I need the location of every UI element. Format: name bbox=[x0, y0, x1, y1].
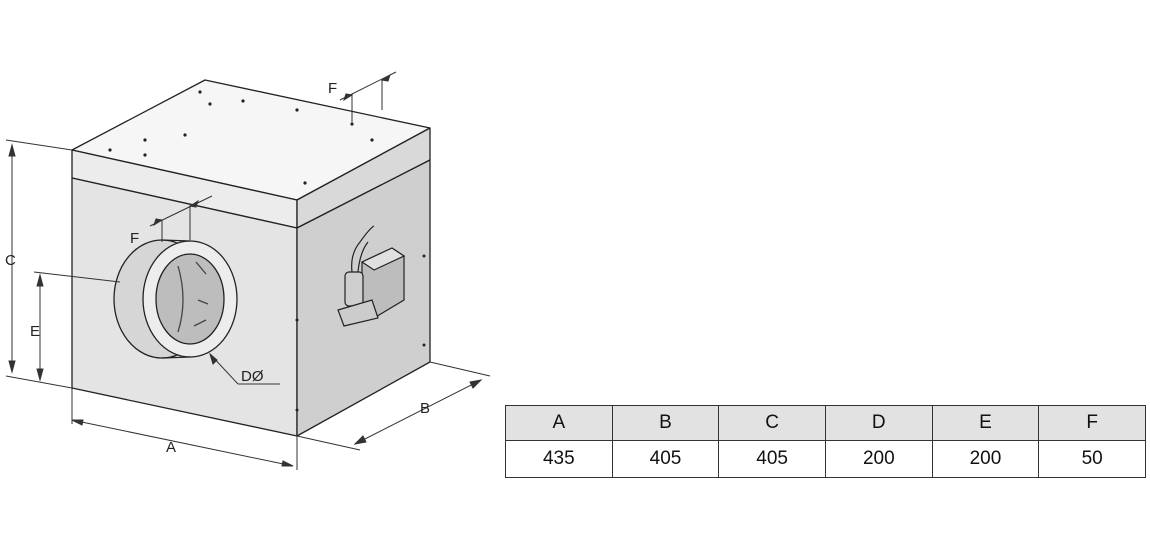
side-screws bbox=[295, 254, 426, 412]
dim-label-d: DØ bbox=[241, 368, 264, 385]
header-a: A bbox=[505, 405, 613, 441]
value-d: 200 bbox=[824, 440, 933, 478]
header-e: E bbox=[931, 405, 1040, 441]
header-b: B bbox=[611, 405, 720, 441]
duct-spigot bbox=[113, 239, 238, 359]
dim-label-f-top: F bbox=[328, 80, 337, 97]
value-c: 405 bbox=[718, 440, 826, 478]
table-value-row: 435 405 405 200 200 50 bbox=[505, 440, 1146, 478]
value-a: 435 bbox=[505, 440, 613, 478]
dim-label-e: E bbox=[30, 323, 40, 340]
value-f: 50 bbox=[1038, 440, 1146, 478]
header-d: D bbox=[824, 405, 933, 441]
dimension-table: A B C D E F 435 405 405 200 200 50 bbox=[505, 405, 1146, 478]
header-c: C bbox=[718, 405, 826, 441]
dimension-lines bbox=[5, 71, 491, 470]
terminal-box bbox=[337, 225, 406, 327]
fan-box-dimension-drawing: C E A B F F DØ bbox=[5, 71, 491, 470]
table-header-row: A B C D E F bbox=[505, 405, 1146, 441]
dim-label-f-side: F bbox=[130, 230, 139, 247]
value-b: 405 bbox=[611, 440, 720, 478]
value-e: 200 bbox=[931, 440, 1040, 478]
lid-screws bbox=[108, 90, 374, 185]
dim-label-a: A bbox=[166, 439, 176, 456]
header-f: F bbox=[1038, 405, 1146, 441]
dim-label-c: C bbox=[5, 252, 16, 269]
dim-label-b: B bbox=[420, 400, 430, 417]
